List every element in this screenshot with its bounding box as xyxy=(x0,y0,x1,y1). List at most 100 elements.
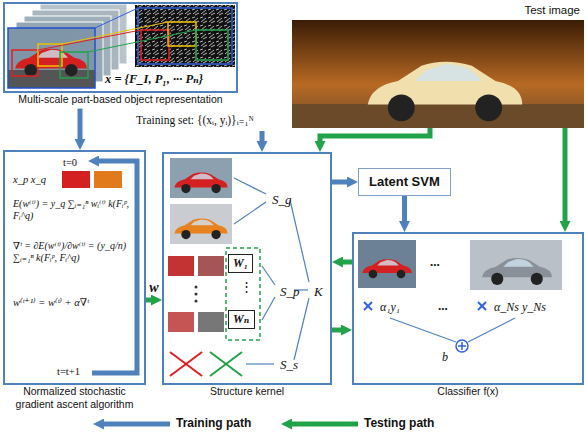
test-image: Test image xyxy=(292,20,584,128)
formula: t=t+1 xyxy=(57,366,80,379)
panel-caption: Multi-scale part-based object representa… xyxy=(5,93,236,106)
kernel-wire xyxy=(234,202,266,224)
formula: w⁽ᵗ⁺¹⁾ = w⁽ᵗ⁾ + α∇ᵗ xyxy=(13,297,135,310)
car-picture xyxy=(15,49,87,77)
car-picture xyxy=(174,173,227,194)
ellipsis-dot xyxy=(195,293,198,296)
part-thumbnail xyxy=(198,256,224,276)
ellipsis-dot xyxy=(195,300,198,303)
cross-mark xyxy=(170,352,202,376)
image-title: Test image xyxy=(524,4,580,18)
ellipsis-dot xyxy=(195,286,198,289)
part-box xyxy=(60,52,88,78)
edge-label: w xyxy=(149,280,158,295)
kernel-symbol: S_p xyxy=(280,284,300,300)
kernel-wire xyxy=(262,297,275,320)
weight-term: α_Ns y_Ns xyxy=(494,300,546,314)
weight-term: α₁y₁ xyxy=(380,300,400,314)
sum-node xyxy=(456,340,468,352)
sum-wire xyxy=(468,318,515,342)
kernel-wire xyxy=(290,200,309,282)
photo-thumbnail xyxy=(170,158,232,198)
multiply-mark xyxy=(364,302,372,310)
car-picture xyxy=(482,258,552,285)
representation-panel: x = {F_I, P₁, ··· Pₙ}Multi-scale part-ba… xyxy=(3,2,238,93)
bias-term: b xyxy=(442,350,448,364)
part-box xyxy=(12,50,38,76)
weight-symbol: W₁ xyxy=(233,256,248,270)
formula: ∇ᵗ = ∂E(w⁽ᵗ⁾)/∂w⁽ᵗ⁾ = (y_q/n) ∑ᵢ₌₁ⁿ k(Fᵢ… xyxy=(13,240,135,264)
kernel-symbol: K xyxy=(314,284,323,300)
classifier-panel: ...α₁y₁...α_Ns y_NsbClassifier f(x) xyxy=(352,232,584,385)
object-formula: x = {F_I, P₁, ··· Pₙ} xyxy=(105,72,203,87)
test-photo xyxy=(292,20,584,128)
panel-caption: Structure kernel xyxy=(164,385,330,398)
car-picture xyxy=(362,259,412,278)
panel-caption: Classifier f(x) xyxy=(354,385,582,398)
legend-text: Training path xyxy=(176,417,251,431)
algorithm-panel: t=0 x_p x_qE(w⁽ᵗ⁾) = y_q ∑ᵢ₌₁ⁿ wᵢ⁽ᵗ⁾ k(Fᵢ… xyxy=(3,150,146,385)
formula: E(w⁽ᵗ⁾) = y_q ∑ᵢ₌₁ⁿ wᵢ⁽ᵗ⁾ k(Fᵢᵖ, Fᵢ^q) xyxy=(13,198,135,222)
hog-box xyxy=(141,30,169,60)
process-box: Latent SVM xyxy=(358,168,451,196)
photo-road xyxy=(8,70,95,88)
plus-mark xyxy=(461,342,463,350)
part-box xyxy=(8,28,95,88)
sample-thumbnail xyxy=(62,171,90,188)
hog-image xyxy=(38,5,235,67)
flow-arrow xyxy=(332,328,341,333)
leader-line xyxy=(95,8,138,28)
ellipsis: ... xyxy=(438,298,448,314)
flow-arrow xyxy=(320,128,430,141)
weight-symbol: Wₙ xyxy=(233,312,250,326)
formula: x_p x_q xyxy=(13,174,46,187)
cross-mark xyxy=(210,352,242,376)
sample-thumbnail xyxy=(94,171,122,188)
weight-box: Wₙ xyxy=(228,310,255,329)
flow-arrow xyxy=(402,196,407,221)
legend-arrow xyxy=(104,422,170,427)
leader-line xyxy=(38,30,141,50)
process-title: Latent SVM xyxy=(369,174,440,190)
photo-thumbnail xyxy=(170,204,232,244)
kernel-wire xyxy=(294,298,309,360)
kernel-wire xyxy=(246,363,274,364)
sum-wire xyxy=(390,318,456,342)
iteration-loop xyxy=(92,161,137,373)
front-photo xyxy=(8,28,95,88)
weight-box: W₁ xyxy=(228,254,253,273)
flow-arrow xyxy=(332,180,347,185)
hog-box xyxy=(196,30,228,60)
part-thumbnail xyxy=(168,312,194,332)
multiply-mark xyxy=(364,302,372,310)
flow-arrow xyxy=(343,260,352,265)
photo-thumbnail xyxy=(470,240,562,290)
cross-mark xyxy=(210,352,242,376)
part-thumbnail xyxy=(198,312,224,332)
hog-texture xyxy=(135,5,235,67)
multiply-mark xyxy=(478,302,486,310)
ellipsis: ... xyxy=(430,254,440,270)
classifier-illustration xyxy=(358,240,562,352)
flow-arrow xyxy=(563,128,568,221)
kernel-symbol: S_s xyxy=(280,357,298,373)
photo-ground xyxy=(292,20,584,128)
flow-arrow xyxy=(146,298,151,303)
photo-thumbnail xyxy=(358,240,416,288)
ellipsis: ⋮ xyxy=(240,279,253,295)
cross-mark xyxy=(170,352,202,376)
kernel-wire xyxy=(234,178,266,194)
hog-box xyxy=(138,8,232,64)
panel-caption: Normalized stochastic gradient ascent al… xyxy=(5,385,144,410)
car-picture xyxy=(174,219,227,240)
car-picture xyxy=(368,62,523,122)
structure-kernel-panel: S_g⋮S_pS_sKStructure kernelW₁Wₙ xyxy=(162,152,332,385)
formula: t=0 xyxy=(63,157,77,170)
kernel-wire xyxy=(262,266,275,285)
annotation-label: Training set: {(xᵢ, yᵢ)}ᵢ₌₁ᴺ xyxy=(136,114,254,128)
kernel-symbol: S_g xyxy=(272,192,292,208)
legend-arrow xyxy=(292,422,358,427)
kernel-illustration xyxy=(168,158,309,376)
training-set-arrow xyxy=(260,131,265,141)
